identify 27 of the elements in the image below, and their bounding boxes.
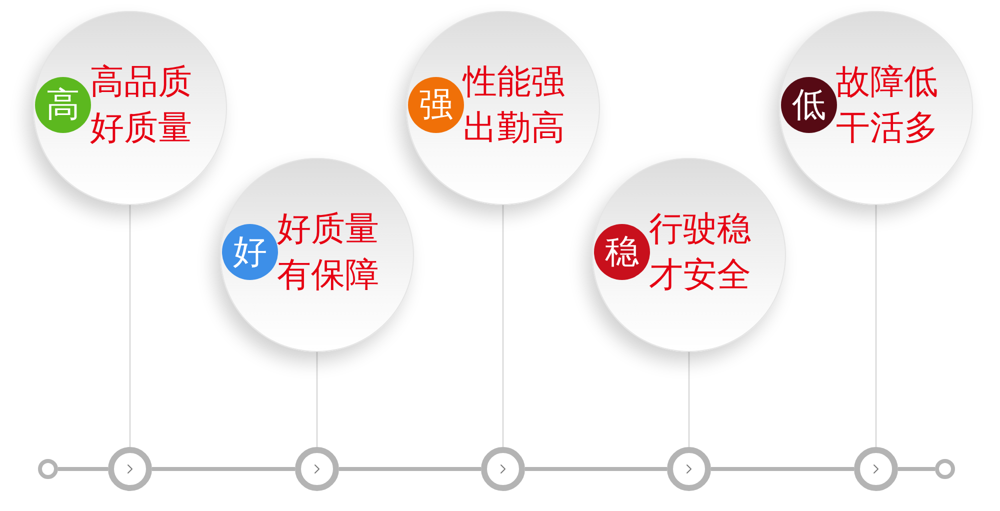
- connector-line: [502, 205, 504, 447]
- character-badge: 低: [781, 77, 837, 133]
- timeline-end-dot: [935, 459, 955, 479]
- timeline-marker: [854, 447, 898, 491]
- timeline-line: [58, 467, 108, 471]
- connector-line: [316, 352, 318, 447]
- timeline-marker: [108, 447, 152, 491]
- character-badge: 好: [222, 224, 278, 280]
- feature-text: 故障低干活多: [836, 61, 938, 150]
- character-badge: 高: [35, 77, 91, 133]
- feature-text: 高品质好质量: [90, 61, 192, 150]
- feature-text: 性能强出勤高: [463, 61, 565, 150]
- character-badge: 稳: [594, 224, 650, 280]
- connector-line: [688, 352, 690, 447]
- timeline-line: [152, 467, 295, 471]
- timeline-marker: [481, 447, 525, 491]
- feature-text: 行驶稳才安全: [649, 208, 751, 297]
- connector-line: [129, 205, 131, 447]
- timeline-line: [525, 467, 667, 471]
- timeline-marker: [295, 447, 339, 491]
- timeline-line: [898, 467, 935, 471]
- timeline-line: [339, 467, 481, 471]
- timeline-line: [711, 467, 854, 471]
- feature-text: 好质量有保障: [277, 208, 379, 297]
- connector-line: [875, 205, 877, 447]
- timeline-end-dot: [38, 459, 58, 479]
- timeline-marker: [667, 447, 711, 491]
